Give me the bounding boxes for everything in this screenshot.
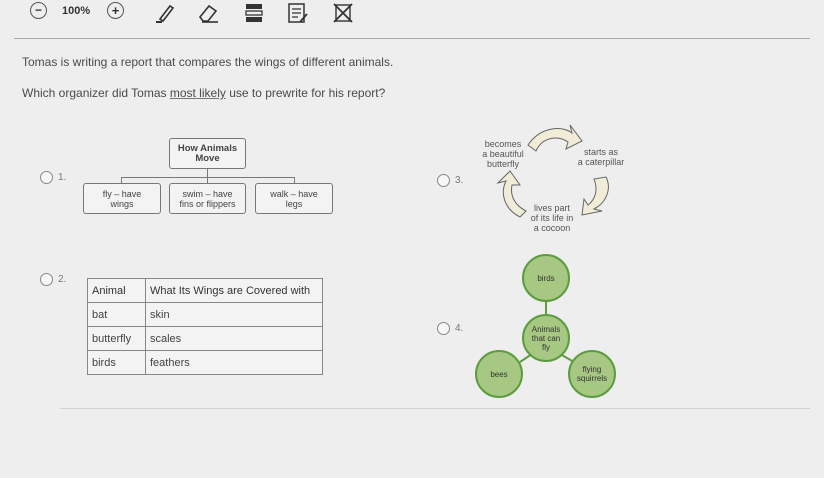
org-connector-horizontal	[121, 177, 295, 178]
table-header-row: Animal What Its Wings are Covered with	[87, 278, 323, 303]
question-prompt: Which organizer did Tomas most likely us…	[22, 86, 385, 100]
cycle-arrows	[496, 124, 609, 218]
swim-line1: swim – have	[182, 188, 233, 199]
web-node-left: bees	[475, 350, 523, 398]
table-cell: bat	[87, 302, 146, 327]
web-node-top: birds	[522, 254, 570, 302]
toolbar-divider	[14, 38, 810, 39]
question-stem: Tomas is writing a report that compares …	[22, 55, 394, 69]
cycle-arrow-right	[581, 176, 609, 216]
right-line2: squirrels	[576, 374, 608, 383]
option-1-radio[interactable]	[40, 171, 53, 184]
option-1-number: 1.	[58, 172, 67, 183]
option-2-number: 2.	[58, 274, 67, 285]
table-header-wings: What Its Wings are Covered with	[145, 278, 323, 303]
table-cell: butterfly	[87, 326, 146, 351]
swim-line2: fins or flippers	[179, 198, 236, 209]
node-top-label: birds	[537, 273, 555, 283]
prompt-text-after: use to prewrite for his report?	[225, 86, 386, 100]
answer-eliminator-icon	[333, 3, 353, 23]
option-3-number: 3.	[455, 175, 464, 186]
answer-eliminator-button[interactable]	[331, 1, 355, 25]
starts-line2: a caterpillar	[577, 157, 625, 167]
org-title-line2: Move	[195, 152, 220, 164]
option-4-number: 4.	[455, 323, 464, 334]
zoom-out-button[interactable]: −	[30, 2, 47, 19]
table-cell: birds	[87, 350, 146, 375]
notepad-button[interactable]	[285, 1, 311, 25]
zoom-in-icon: +	[111, 3, 120, 18]
toolbar: − 100% +	[0, 0, 824, 26]
eraser-button[interactable]	[196, 1, 220, 25]
becomes-line2: a beautiful	[482, 149, 524, 159]
option-2-table[interactable]: Animal What Its Wings are Covered with b…	[87, 278, 323, 375]
fly-line2: wings	[110, 198, 134, 209]
org-connector-right	[294, 177, 295, 183]
org-connector-left	[121, 177, 122, 183]
notepad-icon	[288, 3, 308, 23]
right-line1: flying	[582, 365, 602, 374]
table-header-animal: Animal	[87, 278, 146, 303]
center-line3: fly	[542, 342, 550, 352]
center-line2: that can	[531, 333, 561, 343]
becomes-line3: butterfly	[486, 159, 519, 169]
zoom-level: 100%	[62, 5, 91, 17]
center-line1: Animals	[531, 324, 561, 334]
option-4-radio[interactable]	[437, 322, 450, 335]
prompt-text-before: Which organizer did Tomas	[22, 86, 170, 100]
option-3-radio[interactable]	[437, 174, 450, 187]
table-row: birds feathers	[87, 350, 323, 375]
lives-line2: of its life in	[530, 213, 574, 223]
fly-line1: fly – have	[102, 188, 142, 199]
eraser-icon	[198, 4, 218, 23]
zoom-out-icon: −	[34, 3, 42, 17]
lives-line1: lives part	[533, 203, 570, 213]
table-cell: feathers	[145, 350, 323, 375]
highlighter-button[interactable]	[153, 1, 177, 25]
table-cell: skin	[145, 302, 323, 327]
line-reader-icon	[245, 4, 263, 22]
highlighter-icon	[156, 4, 175, 23]
option-2-radio[interactable]	[40, 273, 53, 286]
walk-line1: walk – have	[270, 188, 318, 199]
zoom-in-button[interactable]: +	[107, 2, 124, 19]
table-cell: scales	[145, 326, 323, 351]
becomes-line1: becomes	[484, 139, 522, 149]
node-left-label: bees	[490, 369, 508, 379]
org-connector-mid	[207, 177, 208, 183]
org-connector-vertical	[207, 169, 208, 177]
prompt-emphasis: most likely	[169, 86, 226, 100]
footer-divider	[60, 408, 810, 409]
walk-line2: legs	[285, 198, 303, 209]
line-reader-button[interactable]	[242, 1, 266, 25]
org-title-line1: How Animals	[177, 142, 238, 154]
starts-line1: starts as	[583, 147, 618, 157]
cycle-arrow-top	[527, 124, 583, 152]
cycle-arrow-left	[496, 170, 527, 218]
table-row: butterfly scales	[87, 326, 323, 351]
table-row: bat skin	[87, 302, 323, 327]
lives-line3: a cocoon	[533, 223, 571, 233]
